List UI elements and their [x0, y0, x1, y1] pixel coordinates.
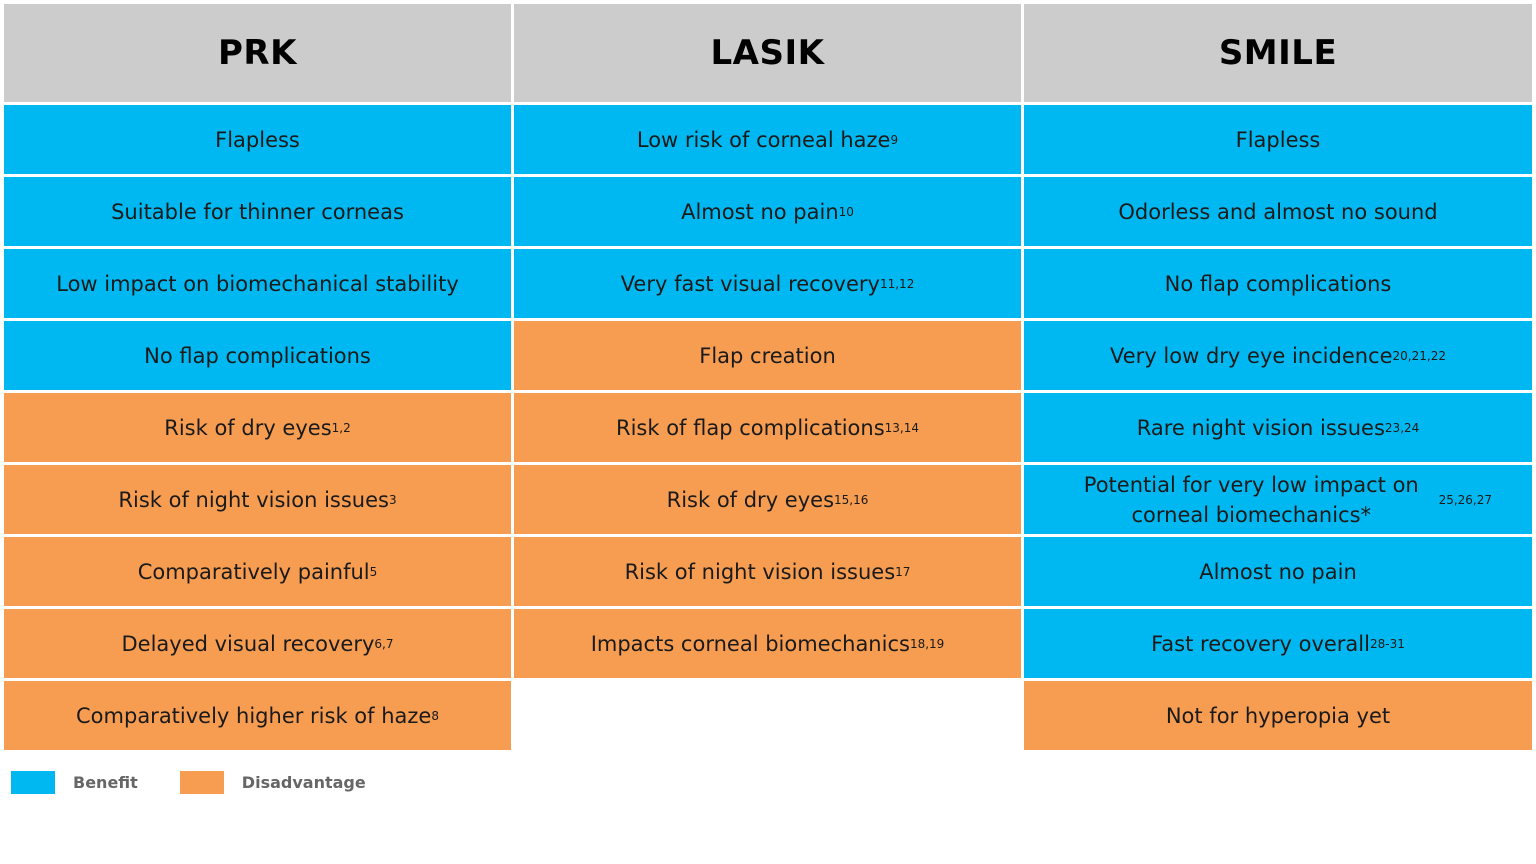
cell-text: Flapless — [215, 127, 300, 152]
table-cell-smile-benefit: Almost no pain — [1024, 537, 1532, 606]
table-cell-smile-benefit: Flapless — [1024, 105, 1532, 174]
cell-text: Odorless and almost no sound — [1118, 199, 1438, 224]
comparison-table: PRK LASIK SMILE Flapless Low risk of corn… — [4, 4, 1532, 750]
table-cell-smile-benefit: Odorless and almost no sound — [1024, 177, 1532, 246]
column-header-smile: SMILE — [1024, 4, 1532, 102]
cell-text: Risk of night vision issues — [118, 487, 389, 512]
legend-label-benefit: Benefit — [73, 773, 138, 792]
cell-text: Delayed visual recovery — [121, 631, 375, 656]
cell-text: Flapless — [1235, 127, 1321, 152]
cell-text: Risk of dry eyes — [666, 487, 835, 512]
cell-text: Potential for very low impact on corneal… — [1083, 472, 1419, 527]
table-cell-prk-benefit: Suitable for thinner corneas — [4, 177, 511, 246]
cell-text: Almost no pain — [1199, 559, 1357, 584]
cell-text: Risk of dry eyes — [164, 415, 332, 440]
disadvantage-swatch — [179, 771, 224, 794]
cell-text: Comparatively higher risk of haze — [76, 703, 432, 728]
cell-text: Low risk of corneal haze — [636, 127, 891, 152]
column-header-lasik: LASIK — [514, 4, 1021, 102]
legend-item-disadvantage: Disadvantage — [179, 771, 366, 794]
legend-item-benefit: Benefit — [11, 771, 138, 794]
table-cell-lasik-empty — [514, 681, 1021, 750]
column-header-prk: PRK — [4, 4, 511, 102]
cell-text: Not for hyperopia yet — [1165, 703, 1391, 728]
table-cell-smile-benefit: Potential for very low impact on corneal… — [1024, 465, 1532, 534]
cell-text: Risk of night vision issues — [624, 559, 896, 584]
table-cell-smile-disadvantage: Not for hyperopia yet — [1024, 681, 1532, 750]
legend-label-disadvantage: Disadvantage — [241, 773, 366, 792]
cell-text: Very low dry eye incidence — [1110, 343, 1393, 368]
cell-text: Impacts corneal biomechanics — [590, 631, 910, 656]
table-cell-prk-benefit: Flapless — [4, 105, 511, 174]
cell-text: Rare night vision issues — [1136, 415, 1385, 440]
cell-text: Almost no pain — [681, 199, 839, 224]
table-cell-lasik-disadvantage: Flap creation — [514, 321, 1021, 390]
table-cell-prk-benefit: No flap complications — [4, 321, 511, 390]
cell-text: Low impact on biomechanical stability — [56, 271, 459, 296]
cell-text: Suitable for thinner corneas — [111, 199, 404, 224]
legend: Benefit Disadvantage — [11, 771, 408, 794]
cell-text: Risk of flap complications — [615, 415, 885, 440]
cell-text: Comparatively painful — [137, 559, 370, 584]
table-cell-smile-benefit: No flap complications — [1024, 249, 1532, 318]
cell-text: Very fast visual recovery — [620, 271, 880, 296]
cell-text: No flap complications — [1164, 271, 1392, 296]
cell-text: Fast recovery overall — [1151, 631, 1370, 656]
table-cell-prk-benefit: Low impact on biomechanical stability — [4, 249, 511, 318]
benefit-swatch — [11, 771, 55, 794]
cell-text: Flap creation — [699, 343, 836, 368]
cell-text: No flap complications — [144, 343, 371, 368]
